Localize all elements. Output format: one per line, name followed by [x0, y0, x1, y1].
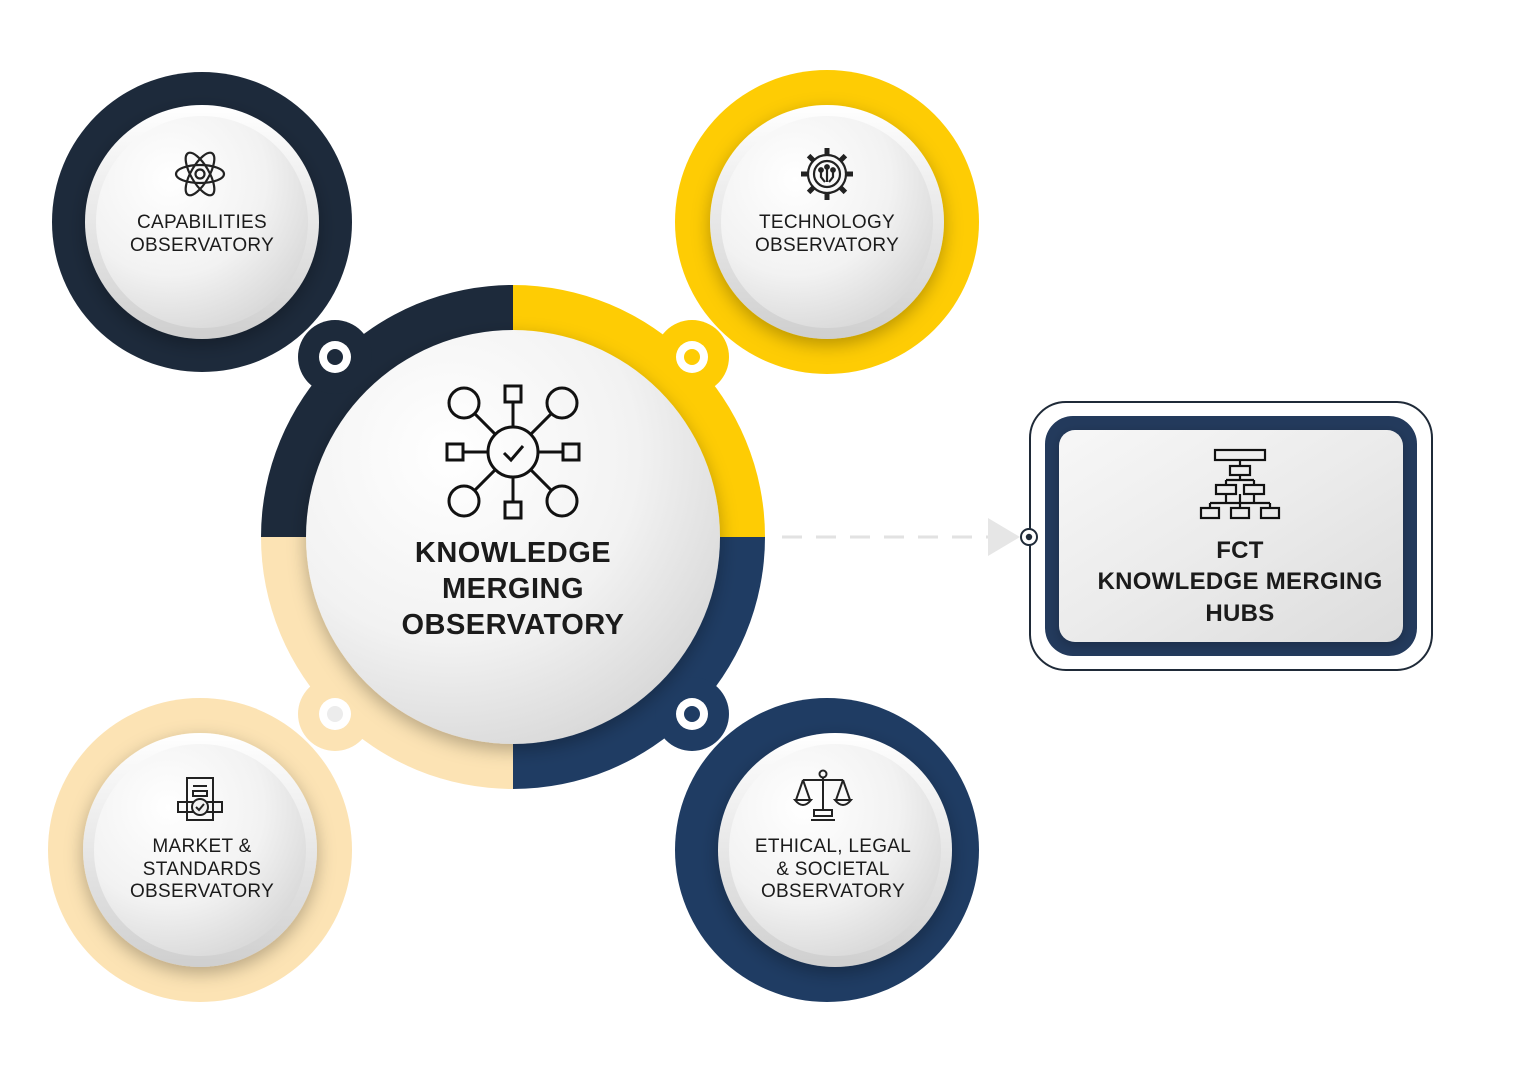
center-disc [306, 330, 720, 744]
gear-circuit-icon [801, 148, 853, 200]
node-disc-ethical [718, 733, 952, 967]
hub-label-line3: HUBS [1205, 599, 1275, 627]
hub-box [1020, 401, 1433, 671]
node-label-market-line3: OBSERVATORY [129, 881, 275, 903]
node-label-technology-line2: OBSERVATORY [754, 235, 900, 256]
atom-icon [174, 151, 226, 197]
node-label-ethical-line3: OBSERVATORY [760, 881, 906, 903]
node-label-capabilities-line2: OBSERVATORY [129, 235, 275, 256]
connector-ethical [655, 677, 729, 751]
hub-label-line1: FCT [1216, 537, 1264, 565]
dashed-arrow [782, 518, 1020, 556]
node-label-ethical: ETHICAL, LEGAL & SOCIETAL OBSERVATORY [733, 832, 933, 908]
center-label-line3: OBSERVATORY [401, 609, 625, 642]
connector-market [298, 677, 372, 751]
hub-label: FCT KNOWLEDGE MERGING HUBS [1070, 534, 1410, 630]
connector-technology [655, 320, 729, 394]
center-label: KNOWLEDGE MERGING OBSERVATORY [363, 534, 663, 644]
node-label-technology-line1: TECHNOLOGY [758, 212, 896, 234]
node-label-ethical-line1: ETHICAL, LEGAL [754, 835, 912, 857]
center-label-line2: MERGING [441, 572, 585, 605]
node-disc-capabilities [85, 105, 319, 339]
node-label-market-line2: STANDARDS [142, 858, 262, 880]
network-hub-check-icon [445, 384, 581, 520]
org-chart-icon [1199, 448, 1281, 520]
node-label-market-line1: MARKET & [152, 835, 252, 857]
connector-capabilities [298, 320, 372, 394]
node-disc-technology [710, 105, 944, 339]
node-label-capabilities: CAPABILITIES OBSERVATORY [102, 210, 302, 260]
hub-label-line2: KNOWLEDGE MERGING [1097, 568, 1383, 596]
certificate-document-icon [177, 777, 223, 821]
balance-scale-icon [792, 769, 854, 821]
node-label-market: MARKET & STANDARDS OBSERVATORY [102, 832, 302, 908]
node-label-capabilities-line1: CAPABILITIES [137, 212, 267, 234]
node-disc-market [83, 733, 317, 967]
node-label-technology: TECHNOLOGY OBSERVATORY [727, 210, 927, 260]
node-label-ethical-line2: & SOCIETAL [776, 858, 890, 880]
center-label-line1: KNOWLEDGE [414, 536, 612, 569]
